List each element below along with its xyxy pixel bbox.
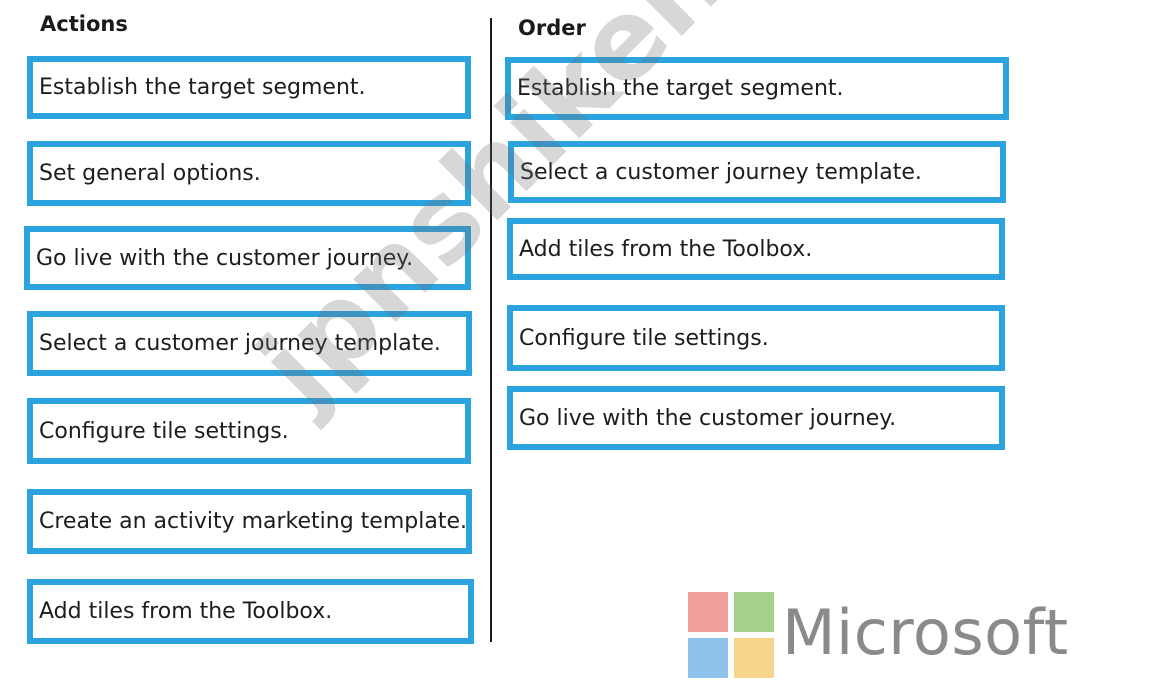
- logo-square-red: [688, 592, 728, 632]
- logo-square-yellow: [734, 638, 774, 678]
- logo-square-green: [734, 592, 774, 632]
- action-item[interactable]: Establish the target segment.: [27, 56, 471, 119]
- order-item[interactable]: Add tiles from the Toolbox.: [507, 218, 1005, 280]
- action-item[interactable]: Select a customer journey template.: [27, 311, 472, 376]
- order-item[interactable]: Go live with the customer journey.: [507, 386, 1005, 450]
- order-heading: Order: [518, 16, 586, 40]
- action-item[interactable]: Create an activity marketing template.: [27, 489, 472, 554]
- column-divider: [490, 18, 492, 642]
- action-item[interactable]: Go live with the customer journey.: [24, 226, 471, 290]
- microsoft-logo-text: Microsoft: [782, 596, 1069, 669]
- microsoft-logo-icon: [688, 592, 774, 678]
- order-item[interactable]: Establish the target segment.: [505, 57, 1009, 120]
- action-item[interactable]: Set general options.: [27, 141, 471, 206]
- order-item[interactable]: Configure tile settings.: [507, 305, 1005, 371]
- action-item[interactable]: Add tiles from the Toolbox.: [27, 579, 474, 644]
- action-item[interactable]: Configure tile settings.: [27, 398, 471, 464]
- actions-heading: Actions: [40, 12, 128, 36]
- logo-square-blue: [688, 638, 728, 678]
- order-item[interactable]: Select a customer journey template.: [508, 141, 1006, 203]
